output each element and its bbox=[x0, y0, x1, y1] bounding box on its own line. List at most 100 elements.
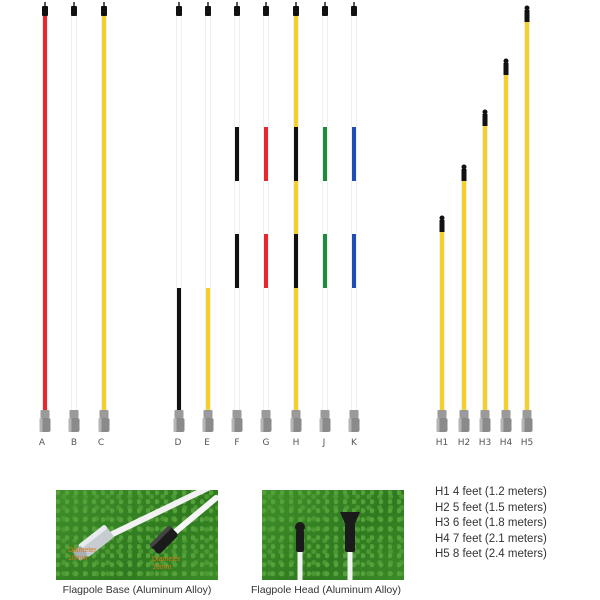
pole-H4-head bbox=[503, 63, 509, 75]
pole-J-segment-3 bbox=[323, 234, 327, 288]
pole-label-E: E bbox=[204, 438, 210, 448]
pole-H-tip bbox=[295, 2, 297, 7]
pole-H-segment-1 bbox=[294, 127, 298, 181]
pole-H1-head-ball bbox=[439, 215, 445, 221]
pole-G-segment-2 bbox=[264, 181, 268, 234]
pole-label-G: G bbox=[262, 438, 270, 448]
pole-K-segment-1 bbox=[352, 127, 356, 181]
pole-F-base-top bbox=[232, 410, 242, 418]
pole-F-segment-4 bbox=[235, 288, 239, 410]
pole-B-head bbox=[71, 6, 77, 16]
base-caption: Flagpole Base (Aluminum Alloy) bbox=[62, 584, 212, 596]
pole-B-tip bbox=[73, 2, 75, 7]
pole-H2-base-shine bbox=[458, 418, 462, 432]
pole-A-segment-0 bbox=[43, 14, 47, 410]
pole-H5-base-shine bbox=[521, 418, 525, 432]
pole-C-segment-0 bbox=[102, 14, 106, 410]
pole-H4-base-shine bbox=[500, 418, 504, 432]
pole-K-base-top bbox=[349, 410, 359, 418]
pole-B-segment-0 bbox=[72, 14, 76, 410]
pole-K-segment-4 bbox=[352, 288, 356, 410]
pole-C-base-top bbox=[99, 410, 109, 418]
pole-J-segment-4 bbox=[323, 288, 327, 410]
pole-label-H2: H2 bbox=[457, 438, 471, 448]
pole-H3-head bbox=[482, 114, 488, 126]
pole-H1-base-shine bbox=[436, 418, 440, 432]
pole-label-H1: H1 bbox=[435, 438, 449, 448]
pole-H3-segment-0 bbox=[483, 126, 487, 410]
pole-H2-head bbox=[461, 169, 467, 181]
pole-C-base-shine bbox=[98, 418, 102, 432]
pole-D-tip bbox=[178, 2, 180, 7]
pole-H5-head bbox=[524, 10, 530, 22]
size-item-h3: H3 6 feet (1.8 meters) bbox=[435, 517, 547, 529]
pole-H-segment-0 bbox=[294, 14, 298, 127]
pole-E-segment-1 bbox=[206, 288, 210, 410]
pole-A-base-top bbox=[40, 410, 50, 418]
pole-F-tip bbox=[236, 2, 238, 7]
pole-K-segment-0 bbox=[352, 14, 356, 127]
pole-C-head bbox=[101, 6, 107, 16]
head-caption: Flagpole Head (Aluminum Alloy) bbox=[251, 584, 401, 596]
pole-label-D: D bbox=[174, 438, 182, 448]
pole-H4-head-ball bbox=[503, 58, 509, 64]
pole-label-H4: H4 bbox=[499, 438, 513, 448]
pole-E-head bbox=[205, 6, 211, 16]
pole-H3-base-shine bbox=[479, 418, 483, 432]
pole-H5-base-top bbox=[522, 410, 532, 418]
head-photo bbox=[262, 490, 404, 580]
pole-label-H5: H5 bbox=[520, 438, 534, 448]
size-list: H1 4 feet (1.2 meters) H2 5 feet (1.5 me… bbox=[435, 485, 547, 563]
pole-H-segment-3 bbox=[294, 234, 298, 288]
pole-H2-base-top bbox=[459, 410, 469, 418]
pole-H1-segment-0 bbox=[440, 232, 444, 410]
pole-label-A: A bbox=[38, 438, 46, 448]
pole-D-segment-0 bbox=[177, 14, 181, 288]
pole-G-segment-0 bbox=[264, 14, 268, 127]
size-item-h5: H5 8 feet (2.4 meters) bbox=[435, 548, 547, 560]
pole-H2-head-ball bbox=[461, 164, 467, 170]
pole-D-base-shine bbox=[173, 418, 177, 432]
pole-H3-head-ball bbox=[482, 109, 488, 115]
pole-H4-segment-0 bbox=[504, 75, 508, 410]
pole-F-segment-1 bbox=[235, 127, 239, 181]
base-tag-right: Diameter 10mm bbox=[152, 556, 181, 571]
pole-J-base-top bbox=[320, 410, 330, 418]
size-item-h4: H4 7 feet (2.1 meters) bbox=[435, 532, 547, 545]
pole-J-segment-0 bbox=[323, 14, 327, 127]
pole-K-tip bbox=[353, 2, 355, 7]
pole-D-segment-1 bbox=[177, 288, 181, 410]
pole-G-base-shine bbox=[260, 418, 264, 432]
pole-E-base-shine bbox=[202, 418, 206, 432]
pole-H3-base-top bbox=[480, 410, 490, 418]
pole-H2-segment-0 bbox=[462, 181, 466, 410]
pole-H-segment-2 bbox=[294, 181, 298, 234]
pole-B-base-top bbox=[69, 410, 79, 418]
pole-H-base-shine bbox=[290, 418, 294, 432]
pole-E-segment-0 bbox=[206, 14, 210, 288]
pole-G-segment-1 bbox=[264, 127, 268, 181]
pole-J-base-shine bbox=[319, 418, 323, 432]
pole-G-head bbox=[263, 6, 269, 16]
pole-J-tip bbox=[324, 2, 326, 7]
pole-A-head bbox=[42, 6, 48, 16]
pole-G-tip bbox=[265, 2, 267, 7]
pole-H5-head-ball bbox=[524, 5, 530, 11]
base-photo: Diameter 10mm Diameter 10mm bbox=[56, 490, 218, 580]
pole-A-tip bbox=[44, 2, 46, 7]
pole-H1-head bbox=[439, 220, 445, 232]
size-item-h1: H1 4 feet (1.2 meters) bbox=[435, 486, 547, 498]
size-item-h2: H2 5 feet (1.5 meters) bbox=[435, 501, 547, 514]
pole-E-base-top bbox=[203, 410, 213, 418]
pole-K-segment-2 bbox=[352, 181, 356, 234]
pole-H4-base-top bbox=[501, 410, 511, 418]
pole-K-head bbox=[351, 6, 357, 16]
pole-G-segment-3 bbox=[264, 234, 268, 288]
base-tag-left: Diameter 10mm bbox=[68, 547, 97, 562]
pole-J-segment-1 bbox=[323, 127, 327, 181]
pole-D-base-top bbox=[174, 410, 184, 418]
pole-E-tip bbox=[207, 2, 209, 7]
pole-H-base-top bbox=[291, 410, 301, 418]
pole-label-C: C bbox=[97, 438, 105, 448]
